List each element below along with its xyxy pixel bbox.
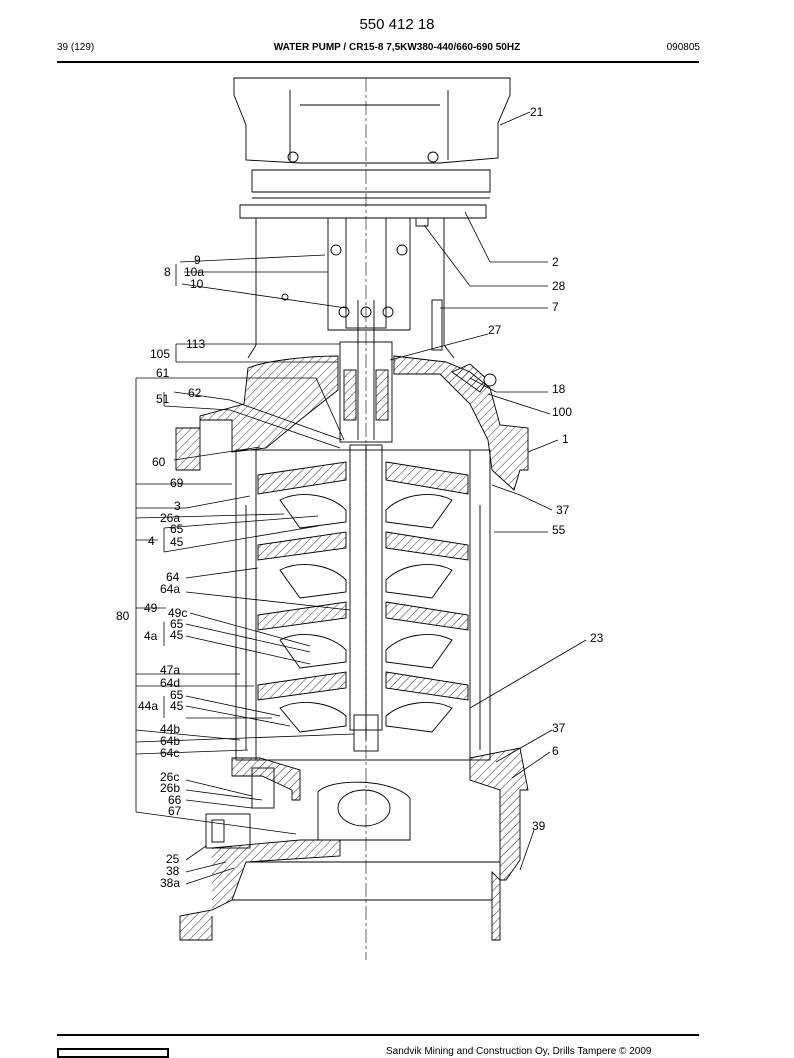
callout-65-stage2: 65	[170, 617, 184, 631]
callout-45-stage1: 45	[170, 535, 184, 549]
callout-38a: 38a	[160, 876, 180, 890]
callout-10: 10	[190, 277, 204, 291]
page-number: 39 (129)	[57, 42, 95, 53]
pump-head	[175, 355, 529, 491]
callout-80: 80	[116, 609, 130, 623]
callout-55: 55	[552, 523, 566, 537]
callout-18: 18	[552, 382, 566, 396]
callout-labels: 21 2 28 7 27 18 100 1 37 55 23 37 6 39 9…	[116, 105, 604, 890]
callout-26b: 26b	[160, 781, 180, 795]
document-title: WATER PUMP / CR15-8 7,5KW380-440/660-690…	[273, 42, 521, 53]
pump-base	[179, 747, 529, 941]
callout-9: 9	[194, 253, 201, 267]
callout-65-stage3: 65	[170, 688, 184, 702]
footer-copyright: Sandvik Mining and Construction Oy, Dril…	[386, 1046, 652, 1057]
callout-64b: 64b	[160, 734, 180, 748]
document-number: 550 412 18	[359, 16, 435, 33]
callout-67: 67	[168, 804, 182, 818]
callout-3: 3	[174, 499, 181, 513]
callout-49c: 49c	[168, 606, 187, 620]
callout-27: 27	[488, 323, 502, 337]
sandvik-logo	[57, 1048, 169, 1058]
motor-stool	[247, 217, 455, 359]
callout-26c: 26c	[160, 770, 179, 784]
callout-113: 113	[186, 337, 205, 351]
callout-51: 51	[156, 392, 170, 406]
callout-49: 49	[144, 601, 158, 615]
callout-25: 25	[166, 852, 180, 866]
callout-26a: 26a	[160, 511, 180, 525]
callout-2: 2	[552, 255, 559, 269]
callout-69: 69	[170, 476, 184, 490]
document-date: 090805	[666, 42, 700, 53]
callout-64c: 64c	[160, 746, 179, 760]
callout-21: 21	[530, 105, 544, 119]
callout-61: 61	[156, 366, 170, 380]
callout-10a: 10a	[184, 265, 204, 279]
callout-60: 60	[152, 455, 166, 469]
callout-45-stage3: 45	[170, 699, 184, 713]
callout-37-upper: 37	[556, 503, 570, 517]
callout-37-lower: 37	[552, 721, 566, 735]
callout-64d: 64d	[160, 676, 180, 690]
callout-47a: 47a	[160, 663, 180, 677]
callout-44a: 44a	[138, 699, 158, 713]
callout-6: 6	[552, 744, 559, 758]
callout-64a: 64a	[160, 582, 180, 596]
callout-100: 100	[552, 405, 572, 419]
callout-23: 23	[590, 631, 604, 645]
callout-64: 64	[166, 570, 180, 584]
callout-39: 39	[532, 819, 546, 833]
callout-8: 8	[164, 265, 171, 279]
callout-44b: 44b	[160, 722, 180, 736]
chamber-stages	[257, 461, 469, 733]
callout-38: 38	[166, 864, 180, 878]
callout-4: 4	[148, 534, 155, 548]
callout-7: 7	[552, 300, 559, 314]
callout-105: 105	[150, 347, 170, 361]
callout-1: 1	[562, 432, 569, 446]
sleeve-and-chamber-stack	[235, 444, 491, 761]
callout-65-stage1: 65	[170, 522, 184, 536]
motor-housing	[233, 77, 511, 219]
callout-66: 66	[168, 793, 182, 807]
callout-45-stage2: 45	[170, 628, 184, 642]
callout-28: 28	[552, 279, 566, 293]
footer-rule	[57, 1034, 699, 1036]
callout-62: 62	[188, 386, 202, 400]
leader-lines	[135, 111, 587, 885]
header-rule	[57, 61, 699, 63]
callout-4a: 4a	[144, 629, 158, 643]
